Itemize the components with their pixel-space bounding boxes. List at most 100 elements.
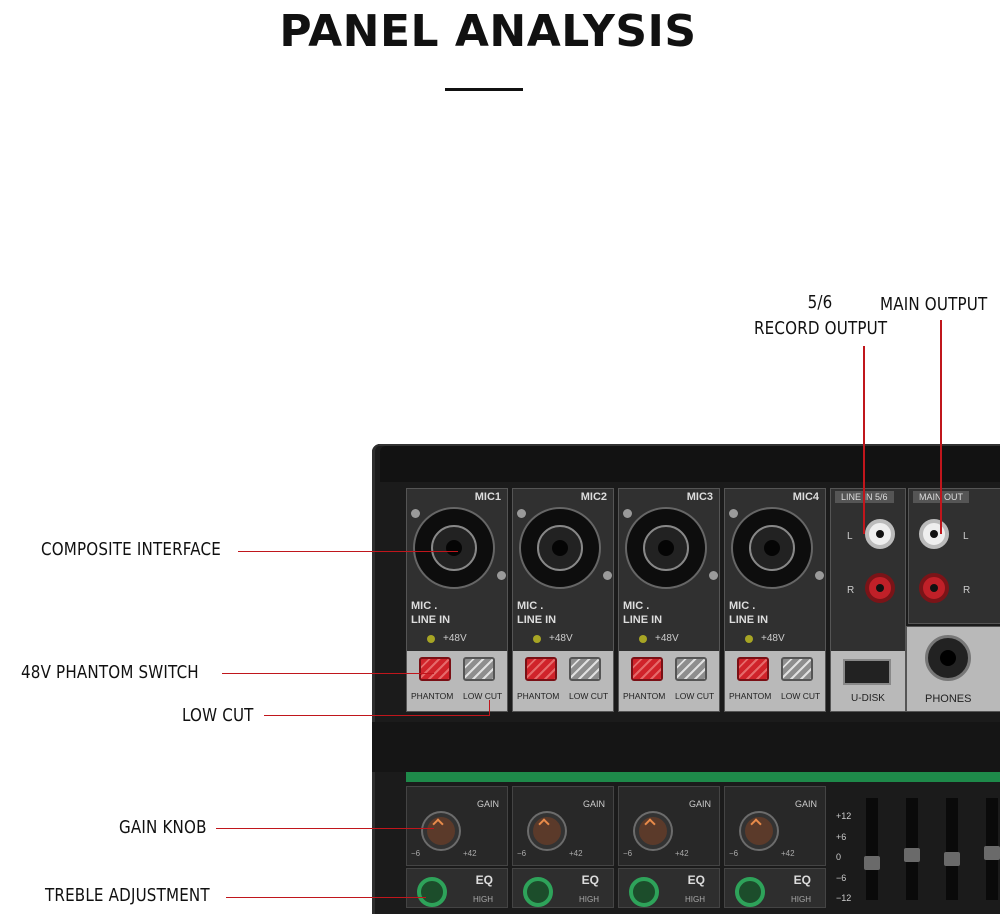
low-cut-button[interactable]: [569, 657, 601, 681]
screw-icon: [815, 571, 824, 580]
fader-handle[interactable]: [944, 852, 960, 866]
fader-handle[interactable]: [864, 856, 880, 870]
udisk-area: U-DISK: [831, 651, 905, 711]
eq-label: EQ: [793, 873, 811, 887]
mixer-top-edge: [380, 446, 1000, 482]
headphone-jack-icon[interactable]: [925, 635, 971, 681]
treble-adjustment-leader: [226, 897, 426, 898]
switch-area: PHANTOM LOW CUT: [725, 651, 825, 711]
gain-knob[interactable]: [741, 813, 777, 849]
rca-white-jack-icon[interactable]: [919, 519, 949, 549]
gain-range: −6+42: [517, 849, 583, 858]
phones-panel: PHONES: [906, 626, 1000, 712]
treble-adjustment-callout: TREBLE ADJUSTMENT: [45, 885, 210, 906]
phantom-voltage-label: +48V: [443, 633, 467, 644]
treble-knob[interactable]: [629, 877, 659, 907]
switch-area: PHANTOM LOW CUT: [513, 651, 613, 711]
gain-label: GAIN: [794, 799, 817, 809]
phantom-button[interactable]: [525, 657, 557, 681]
fader-scale: +12 +6 0 −6 −12: [836, 806, 851, 909]
treble-knob[interactable]: [735, 877, 765, 907]
low-cut-label: LOW CUT: [569, 691, 609, 701]
phantom-label: PHANTOM: [623, 691, 666, 701]
combo-jack-icon[interactable]: [625, 507, 707, 589]
screw-icon: [623, 509, 632, 518]
composite-interface-leader: [238, 551, 458, 552]
phantom-button[interactable]: [419, 657, 451, 681]
mic-line-in-label: MIC .LINE IN: [729, 600, 769, 626]
low-cut-button[interactable]: [675, 657, 707, 681]
gain-label: GAIN: [688, 799, 711, 809]
low-cut-leader: [264, 715, 490, 716]
combo-jack-icon[interactable]: [413, 507, 495, 589]
channel-label: MIC4: [792, 491, 819, 503]
gain-panel: GAIN −6+42: [724, 786, 826, 866]
title-underline: [445, 88, 523, 91]
gain-label: GAIN: [582, 799, 605, 809]
phantom-switch-callout: 48V PHANTOM SWITCH: [21, 662, 199, 683]
fader-handle[interactable]: [904, 848, 920, 862]
right-label: R: [847, 585, 855, 596]
switch-area: PHANTOM LOW CUT: [619, 651, 719, 711]
phantom-button[interactable]: [737, 657, 769, 681]
gain-range: −6+42: [623, 849, 689, 858]
phantom-voltage-label: +48V: [549, 633, 573, 644]
combo-jack-icon[interactable]: [731, 507, 813, 589]
eq-label: EQ: [475, 873, 493, 887]
usb-port-icon[interactable]: [843, 659, 891, 685]
low-cut-callout: LOW CUT: [182, 705, 254, 726]
treble-knob[interactable]: [523, 877, 553, 907]
low-cut-button[interactable]: [781, 657, 813, 681]
page-title: PANEL ANALYSIS: [279, 6, 697, 57]
main-out-panel: MAIN OUT L R: [908, 488, 1000, 624]
phones-label: PHONES: [925, 693, 972, 705]
low-cut-label: LOW CUT: [781, 691, 821, 701]
mic-line-in-label: MIC .LINE IN: [623, 600, 663, 626]
gain-range: −6+42: [411, 849, 477, 858]
phantom-led-icon: [533, 635, 541, 643]
phantom-switch-leader: [222, 673, 434, 674]
mic-line-in-label: MIC .LINE IN: [517, 600, 557, 626]
gain-panel: GAIN −6+42: [618, 786, 720, 866]
fader-scale-tick: +12: [836, 811, 852, 821]
screw-icon: [709, 571, 718, 580]
channel-input-panel: MIC3 MIC .LINE IN +48V PHANTOM LOW CUT: [618, 488, 720, 712]
left-label: L: [963, 531, 969, 542]
screw-icon: [603, 571, 612, 580]
treble-knob[interactable]: [417, 877, 447, 907]
fader-handle[interactable]: [984, 846, 1000, 860]
gain-panel: GAIN −6+42: [406, 786, 508, 866]
rca-red-jack-icon[interactable]: [919, 573, 949, 603]
fader-track: [864, 798, 880, 900]
record-output-leader: [863, 346, 865, 534]
low-cut-label: LOW CUT: [463, 691, 503, 701]
phantom-led-icon: [427, 635, 435, 643]
channel-input-panel: MIC2 MIC .LINE IN +48V PHANTOM LOW CUT: [512, 488, 614, 712]
gain-knob[interactable]: [423, 813, 459, 849]
main-output-callout: MAIN OUTPUT: [880, 294, 988, 315]
gain-knob[interactable]: [529, 813, 565, 849]
gain-knob-leader: [216, 828, 434, 829]
channel-label: MIC1: [474, 491, 501, 503]
rca-red-jack-icon[interactable]: [865, 573, 895, 603]
combo-jack-icon[interactable]: [519, 507, 601, 589]
phantom-button[interactable]: [631, 657, 663, 681]
switch-area: PHANTOM LOW CUT: [407, 651, 507, 711]
rca-white-jack-icon[interactable]: [865, 519, 895, 549]
green-strip: [406, 772, 1000, 782]
channel-input-panel: MIC4 MIC .LINE IN +48V PHANTOM LOW CUT: [724, 488, 826, 712]
left-label: L: [847, 531, 853, 542]
channel-input-panel: MIC1 MIC .LINE IN +48V PHANTOM LOW CUT: [406, 488, 508, 712]
gain-knob[interactable]: [635, 813, 671, 849]
phantom-led-icon: [639, 635, 647, 643]
gain-panel: GAIN −6+42: [512, 786, 614, 866]
low-cut-label: LOW CUT: [675, 691, 715, 701]
screw-icon: [517, 509, 526, 518]
phantom-label: PHANTOM: [411, 691, 454, 701]
eq-label: EQ: [581, 873, 599, 887]
gain-label: GAIN: [476, 799, 499, 809]
fader-scale-tick: 0: [836, 852, 842, 862]
screw-icon: [729, 509, 738, 518]
line-in-panel: LINE IN 5/6 L R U-DISK: [830, 488, 906, 712]
low-cut-button[interactable]: [463, 657, 495, 681]
